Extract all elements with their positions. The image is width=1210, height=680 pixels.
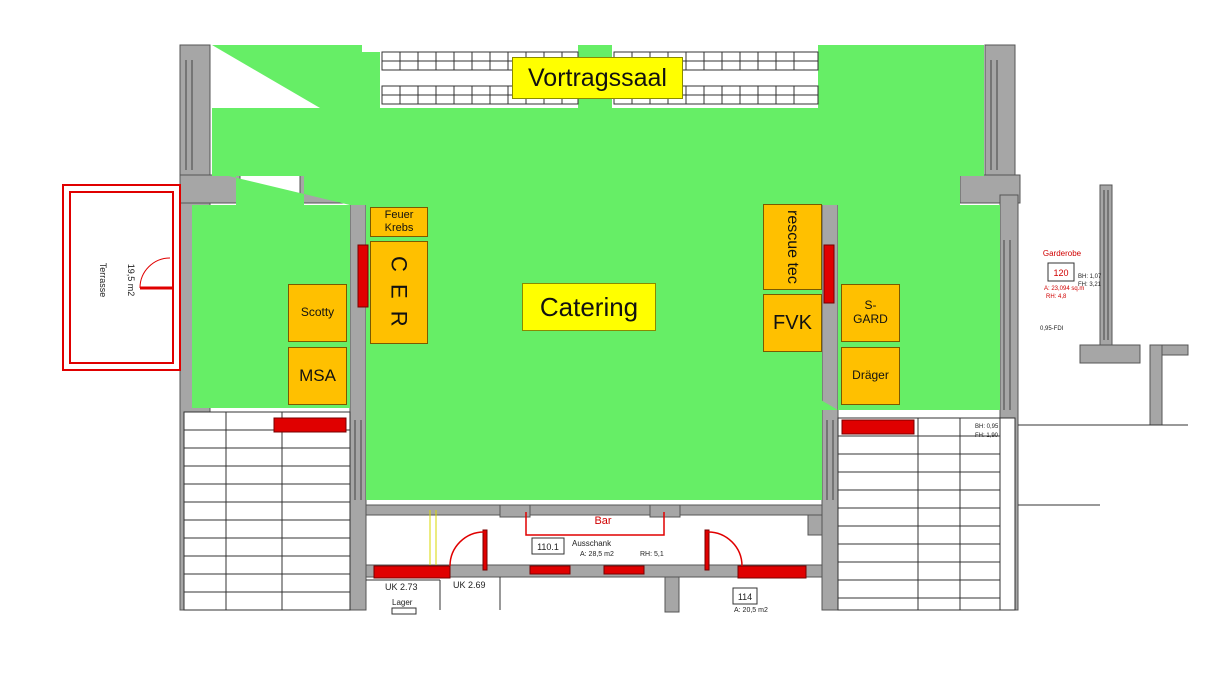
fh-low: FH: 1,90 (975, 433, 999, 439)
terrace (62, 184, 181, 371)
booth-rescue-tec-label: rescue tec (784, 210, 802, 284)
red-markers (273, 244, 915, 579)
bh-top: BH: 1,07 (1078, 274, 1102, 280)
bar-label: Bar (594, 515, 611, 527)
room-114-area: A: 20,5 m2 (734, 607, 768, 614)
garderobe-rh: RH: 4,8 (1046, 294, 1067, 300)
fdi-label: 0,95-FDI (1040, 326, 1064, 332)
booth-s-gard[interactable]: S-GARD (841, 284, 900, 342)
booth-fvk[interactable]: FVK (763, 294, 822, 352)
lager-label: Lager (392, 598, 413, 607)
bh-low: BH: 0,95 (975, 424, 999, 430)
uk-269-label: UK 2.69 (453, 580, 486, 590)
garderobe-area: A: 23,094 sq.m (1044, 286, 1084, 292)
catering-label: Catering (522, 283, 656, 331)
room-120: 120 (1053, 268, 1068, 278)
ausschank-area: A: 28,5 m2 (580, 551, 614, 558)
windows (185, 60, 1109, 500)
booth-cer[interactable]: C E R (370, 241, 428, 344)
uk-273-label: UK 2.73 (385, 582, 418, 592)
room-110-1: 110.1 (537, 542, 559, 552)
building-walls (179, 44, 1189, 613)
booth-scotty[interactable]: Scotty (288, 284, 347, 342)
bar-counter (449, 512, 743, 567)
booth-cer-label: C E R (386, 255, 412, 330)
terrace-label: Terrasse (98, 263, 108, 298)
staircase-left (183, 411, 351, 611)
terrace-area: 19,5 m2 (126, 264, 136, 297)
booth-feuer-krebs[interactable]: Feuer Krebs (370, 207, 428, 237)
room-114: 114 (738, 592, 752, 602)
ausschank-rh: RH: 5,1 (640, 551, 664, 558)
booth-msa[interactable]: MSA (288, 347, 347, 405)
fh-top: FH: 3,21 (1078, 282, 1102, 288)
booth-draeger[interactable]: Dräger (841, 347, 900, 405)
booth-rescue-tec[interactable]: rescue tec (763, 204, 822, 290)
ausschank-label: Ausschank (572, 539, 612, 548)
garderobe-label: Garderobe (1043, 249, 1082, 258)
staircase-right (837, 417, 1016, 611)
lecture-hall-label: Vortragssaal (512, 57, 683, 99)
